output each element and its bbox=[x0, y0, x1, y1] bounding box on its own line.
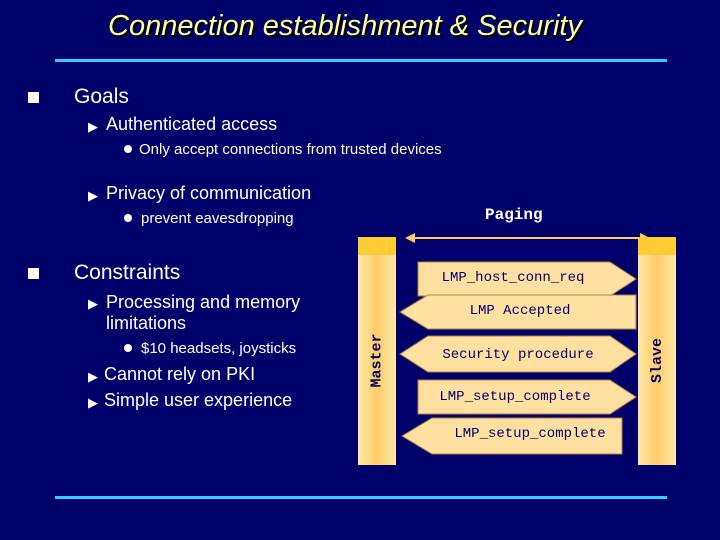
bottom-rule bbox=[55, 496, 667, 499]
msg-setup-complete-1: LMP_setup_complete bbox=[439, 389, 591, 405]
triangle-bullet-icon: ▶ bbox=[88, 395, 98, 410]
master-bar bbox=[358, 237, 396, 465]
slide-title: Connection establishment & Security bbox=[108, 10, 582, 42]
constraint-pki: Cannot rely on PKI bbox=[104, 364, 256, 384]
goal-prevent-eavesdropping: prevent eavesdropping bbox=[141, 210, 294, 227]
dot-bullet-icon bbox=[124, 214, 132, 222]
dot-bullet-icon bbox=[124, 344, 132, 352]
goal-only-accept: Only accept connections from trusted dev… bbox=[139, 141, 442, 158]
triangle-bullet-icon: ▶ bbox=[88, 369, 98, 384]
constraint-headsets: $10 headsets, joysticks bbox=[141, 340, 297, 357]
triangle-bullet-icon: ▶ bbox=[88, 188, 98, 203]
square-bullet-icon bbox=[28, 268, 39, 279]
constraint-processing: Processing and memory limitations bbox=[106, 292, 301, 333]
msg-host-conn-req: LMP_host_conn_req bbox=[441, 270, 585, 286]
arrow-accepted bbox=[399, 294, 637, 330]
paging-label: Paging bbox=[485, 206, 543, 224]
top-rule bbox=[55, 59, 667, 62]
triangle-bullet-icon: ▶ bbox=[88, 119, 98, 134]
msg-accepted: LMP Accepted bbox=[469, 303, 571, 319]
slave-bar bbox=[638, 237, 676, 465]
goal-authenticated-access: Authenticated access bbox=[106, 114, 278, 134]
dot-bullet-icon bbox=[124, 145, 132, 153]
constraint-simple: Simple user experience bbox=[104, 390, 293, 410]
arrow-setup-complete-2 bbox=[401, 417, 623, 455]
arrow-host-conn-req bbox=[417, 261, 637, 297]
triangle-bullet-icon: ▶ bbox=[88, 296, 98, 311]
arrow-security bbox=[399, 335, 637, 373]
msg-setup-complete-2: LMP_setup_complete bbox=[454, 426, 606, 442]
goals-heading: Goals bbox=[74, 85, 129, 108]
msg-security: Security procedure bbox=[442, 347, 594, 363]
goal-privacy: Privacy of communication bbox=[106, 183, 312, 203]
square-bullet-icon bbox=[28, 92, 39, 103]
arrow-setup-complete-1 bbox=[417, 379, 637, 415]
constraints-heading: Constraints bbox=[74, 261, 181, 284]
